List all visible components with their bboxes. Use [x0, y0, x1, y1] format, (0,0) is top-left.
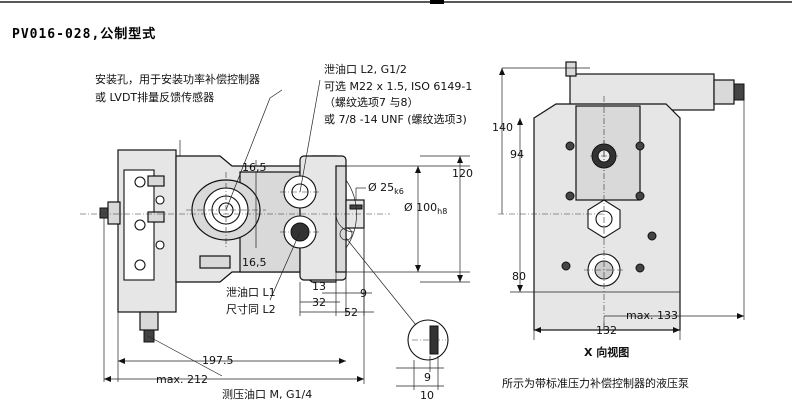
label-x-view: X 向视图 [584, 345, 629, 359]
label-mount-hole-1: 安装孔，用于安装功率补偿控制器 [95, 72, 260, 86]
dim-pilot-dia: Ø 100h8 [404, 201, 447, 216]
xv-dim-max133: max. 133 [626, 309, 678, 322]
control-port-1 [134, 176, 146, 188]
xv-screw-2 [635, 141, 645, 151]
xv-dim-94: 94 [510, 148, 524, 161]
dim-9-key: 9 [424, 371, 431, 384]
dim-10: 10 [420, 389, 434, 402]
arrow-197-right [339, 358, 346, 364]
control-valve-1 [147, 175, 165, 187]
control-port-2 [155, 195, 165, 205]
xv-dim-132: 132 [596, 324, 617, 337]
xv-arrow-94-top [517, 118, 523, 125]
dim-pilot-dia-value: Ø 100 [404, 201, 437, 214]
leader-drain-l2 [299, 79, 321, 193]
xv-screw-1 [565, 141, 575, 151]
xv-screw-6 [561, 261, 571, 271]
control-port-5 [134, 259, 146, 271]
control-valve-2 [147, 211, 165, 223]
gauge-port-plug [143, 329, 155, 343]
xv-adjust-screw [713, 79, 735, 105]
label-caption: 所示为带标准压力补偿控制器的液压泵 [502, 376, 689, 390]
arrow-pilot-bot [415, 265, 421, 272]
dim-16-5-top: 16,5 [242, 161, 267, 174]
side-view: 16,5 16,5 120 Ø 100h8 Ø 25k6 9 [80, 79, 473, 402]
body-lug [199, 255, 231, 269]
arrow-120-top [457, 156, 463, 163]
label-gauge-port: 测压油口 M, G1/4 [222, 387, 312, 401]
arrow-pilot-top [415, 166, 421, 173]
xv-screw-4 [635, 191, 645, 201]
xv-dim-140: 140 [492, 121, 513, 134]
label-drain-4: 或 7/8 -14 UNF (螺纹选项3) [324, 112, 467, 126]
leader-mount-hole-2 [269, 89, 283, 99]
leader-mount-hole [225, 97, 271, 211]
dim-shaft-dia-value: Ø 25 [368, 181, 394, 194]
label-drain-2: 可选 M22 x 1.5, ISO 6149-1 [324, 80, 472, 93]
label-drain-1: 泄油口 L2, G1/2 [324, 62, 407, 76]
adjust-screw [107, 201, 121, 225]
pilot-arc [345, 179, 357, 249]
control-port-3 [134, 219, 146, 231]
arrow-212-right [357, 376, 364, 382]
xv-adjust-knob [733, 83, 745, 101]
gauge-port-stub [139, 311, 159, 331]
xv-arrow-140-top [499, 68, 505, 75]
dim-197-5: 197.5 [202, 354, 234, 367]
label-size-l2: 尺寸同 L2 [226, 302, 276, 316]
dim-shaft-dia-tol: k6 [394, 187, 404, 196]
label-drain-3: （螺纹选项7 与8） [324, 95, 419, 109]
xv-screw-7 [635, 263, 645, 273]
dim-shaft-dia: Ø 25k6 [368, 181, 404, 196]
pilot-ring [335, 165, 347, 273]
xv-arrow-132-left [534, 327, 541, 333]
dim-16-5-bot: 16,5 [242, 256, 267, 269]
label-mount-hole-2: 或 LVDT排量反馈传感器 [95, 90, 214, 104]
xv-dim-80: 80 [512, 270, 526, 283]
xv-arrow-80-bot [517, 285, 523, 292]
control-port-4 [155, 240, 165, 250]
arrow-120-bot [457, 275, 463, 282]
xv-top-stub [565, 61, 577, 77]
detail-leader [345, 237, 421, 331]
page-title: PV016-028,公制型式 [12, 26, 156, 42]
xv-screw-5 [647, 231, 657, 241]
leader-gauge [147, 335, 223, 377]
leader-drain-l1 [269, 231, 301, 301]
xv-arrow-133 [737, 313, 744, 319]
xv-screw-3 [565, 191, 575, 201]
dim-32: 32 [312, 296, 326, 309]
x-view: 140 94 80 max. 133 132 [492, 61, 745, 340]
arrow-212-left [104, 376, 111, 382]
xv-arrow-132-right [673, 327, 680, 333]
dim-52: 52 [344, 306, 358, 319]
dim-13: 13 [312, 280, 326, 293]
dim-120: 120 [452, 167, 473, 180]
arrow-197-left [118, 358, 125, 364]
dim-max212: max. 212 [156, 373, 208, 386]
adjust-screw-tip [99, 207, 109, 219]
dim-pilot-dia-tol: h8 [437, 207, 447, 216]
dim-9-shaft: 9 [360, 287, 367, 300]
top-marker [430, 0, 444, 4]
label-drain-l1: 泄油口 L1 [226, 285, 276, 299]
